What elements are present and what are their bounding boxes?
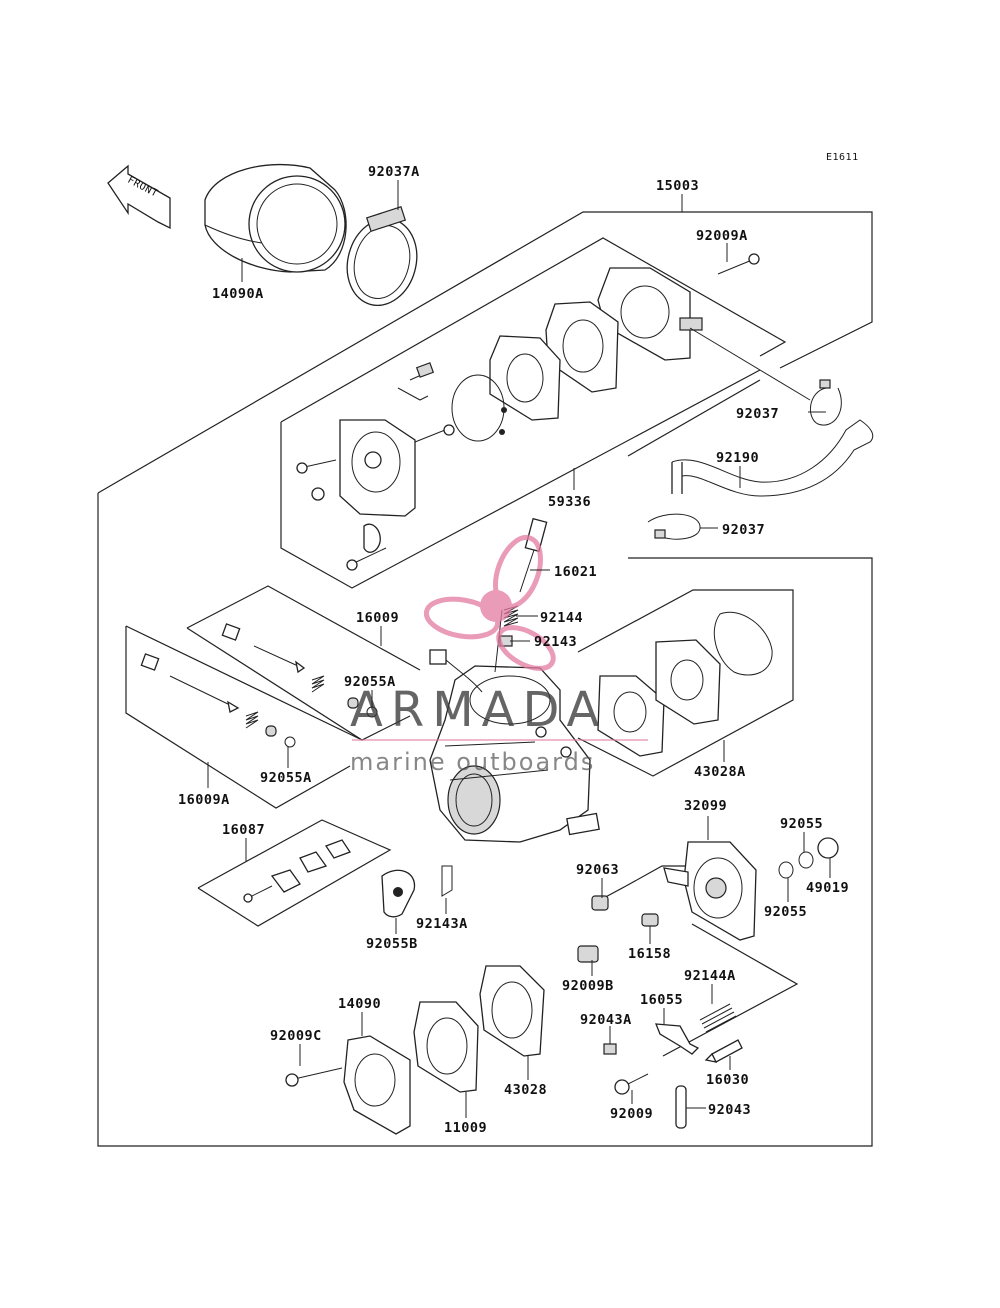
clip-92037-upper bbox=[810, 379, 842, 426]
label-15003: 15003 bbox=[656, 178, 699, 194]
label-16055: 16055 bbox=[640, 992, 683, 1008]
label-16158: 16158 bbox=[628, 946, 671, 962]
label-92055A-upper: 92055A bbox=[344, 674, 396, 690]
gasket-a bbox=[545, 301, 619, 393]
screw-92009 bbox=[614, 1073, 649, 1095]
watermark-tagline: marine outboards bbox=[350, 748, 595, 776]
label-92063: 92063 bbox=[576, 862, 619, 878]
kit-frame-16009A bbox=[125, 625, 363, 809]
screw-92043A bbox=[603, 1043, 617, 1055]
label-16087: 16087 bbox=[222, 822, 265, 838]
plug-49019 bbox=[817, 837, 839, 859]
fuel-pump-body bbox=[296, 362, 455, 517]
fuel-pump-cover bbox=[597, 267, 703, 361]
lever-16055 bbox=[655, 1023, 700, 1055]
label-92143: 92143 bbox=[534, 634, 577, 650]
diaphragm-a bbox=[489, 335, 561, 421]
label-92009A: 92009A bbox=[696, 228, 748, 244]
label-59336: 59336 bbox=[548, 494, 591, 510]
label-92037-upper: 92037 bbox=[736, 406, 779, 422]
pin-92143A bbox=[441, 865, 453, 897]
label-16021: 16021 bbox=[554, 564, 597, 580]
screws-lower bbox=[577, 895, 659, 963]
leader-lines bbox=[207, 180, 831, 1118]
diagram-code: E1611 bbox=[826, 152, 859, 163]
label-49019: 49019 bbox=[806, 880, 849, 896]
label-92055B: 92055B bbox=[366, 936, 418, 952]
label-92144: 92144 bbox=[540, 610, 583, 626]
diaphragm-43028 bbox=[479, 965, 545, 1057]
clip-92037-lower bbox=[647, 513, 701, 540]
label-92037A: 92037A bbox=[368, 164, 420, 180]
kit-frame-43028A bbox=[577, 589, 794, 777]
assembly-frame-15003 bbox=[97, 211, 873, 1147]
kit-frame-16087 bbox=[197, 819, 392, 927]
label-92043A: 92043A bbox=[580, 1012, 632, 1028]
pump-cover-32099 bbox=[663, 841, 757, 941]
o-ring-gasket bbox=[451, 374, 507, 442]
cover-14090 bbox=[285, 1035, 411, 1135]
label-92009B: 92009B bbox=[562, 978, 614, 994]
label-92037-lower: 92037 bbox=[722, 522, 765, 538]
pin-92043 bbox=[675, 1085, 687, 1129]
diaphragm-43028A-parts bbox=[597, 611, 773, 757]
watermark-logo bbox=[423, 534, 556, 671]
kit-frame-59336 bbox=[280, 237, 787, 589]
label-92009: 92009 bbox=[610, 1106, 653, 1122]
label-43028: 43028 bbox=[504, 1082, 547, 1098]
spring-92144A bbox=[699, 1003, 737, 1033]
valve-92055B bbox=[381, 869, 416, 918]
mixture-screw-16009-parts bbox=[221, 623, 378, 718]
front-arrow-icon: FRONT bbox=[107, 164, 171, 230]
mixture-screw-16009A-parts bbox=[140, 653, 296, 748]
label-92009C: 92009C bbox=[270, 1028, 322, 1044]
label-16030: 16030 bbox=[706, 1072, 749, 1088]
needle-16030 bbox=[704, 1039, 743, 1063]
label-43028A: 43028A bbox=[694, 764, 746, 780]
label-14090A: 14090A bbox=[212, 286, 264, 302]
label-92055-lower: 92055 bbox=[764, 904, 807, 920]
label-14090: 14090 bbox=[338, 996, 381, 1012]
label-92055-upper: 92055 bbox=[780, 816, 823, 832]
jet-needle-16021 bbox=[519, 517, 548, 593]
gasket-11009 bbox=[413, 1001, 479, 1093]
screw-92009A bbox=[717, 253, 760, 275]
part-labels: 92037A 15003 92009A 14090A 92037 92190 5… bbox=[178, 164, 849, 1136]
hose-clamp-92037A bbox=[346, 206, 418, 307]
o-ring-92055 bbox=[778, 851, 814, 879]
valve-flap-lower bbox=[346, 523, 387, 571]
label-11009: 11009 bbox=[444, 1120, 487, 1136]
watermark-brand: ARMADA bbox=[350, 682, 607, 738]
check-valve-16087-parts bbox=[243, 839, 351, 903]
label-92143A: 92143A bbox=[416, 916, 468, 932]
label-16009: 16009 bbox=[356, 610, 399, 626]
label-32099: 32099 bbox=[684, 798, 727, 814]
air-intake-14090A bbox=[204, 163, 347, 273]
carburetor-body bbox=[429, 609, 600, 843]
label-92144A: 92144A bbox=[684, 968, 736, 984]
label-92190: 92190 bbox=[716, 450, 759, 466]
label-92043: 92043 bbox=[708, 1102, 751, 1118]
label-16009A: 16009A bbox=[178, 792, 230, 808]
label-92055A-lower: 92055A bbox=[260, 770, 312, 786]
fuel-hose-92190 bbox=[671, 419, 874, 497]
